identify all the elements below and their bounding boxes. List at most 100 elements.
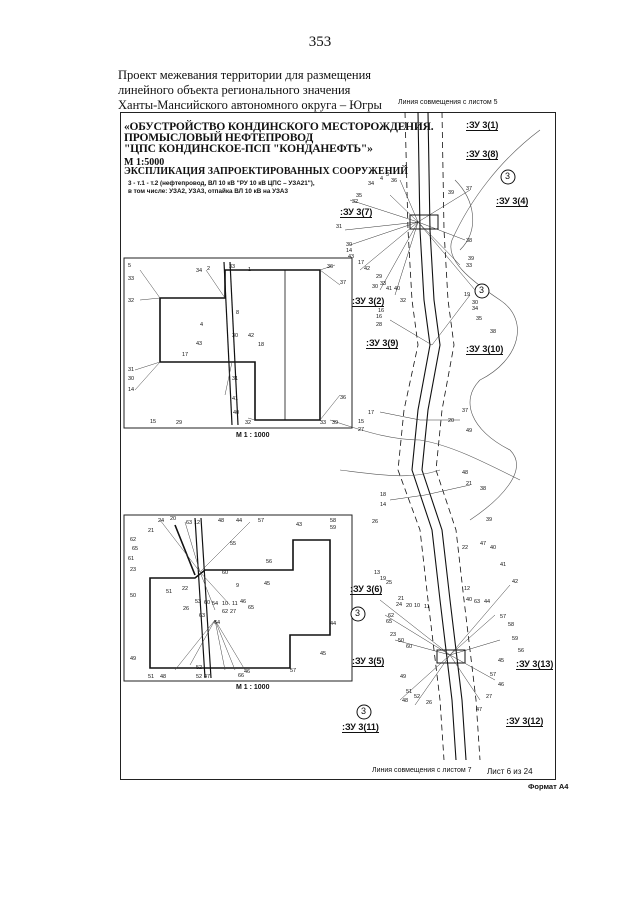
- svg-text:23: 23: [390, 632, 396, 638]
- svg-text:65: 65: [248, 605, 254, 611]
- svg-text:26: 26: [183, 606, 189, 612]
- svg-text:49: 49: [400, 674, 406, 680]
- terrain-contours: [329, 129, 541, 521]
- svg-text:14: 14: [346, 248, 352, 254]
- svg-text:4: 4: [380, 176, 383, 182]
- page-number: 353: [308, 34, 332, 50]
- svg-text:29: 29: [176, 420, 182, 426]
- leader-lines-middle: [379, 294, 471, 501]
- svg-text:3: 3: [386, 172, 389, 178]
- svg-text:47: 47: [480, 541, 486, 547]
- svg-text:18: 18: [258, 342, 264, 348]
- svg-text:52: 52: [196, 674, 202, 680]
- svg-text:17: 17: [358, 260, 364, 266]
- svg-text:47: 47: [204, 674, 210, 680]
- drawing-title: «ОБУСТРОЙСТВО КОНДИНСКОГО МЕСТОРОЖДЕНИЯ.…: [124, 121, 434, 155]
- svg-text:20: 20: [170, 516, 176, 522]
- svg-text:62: 62: [388, 613, 394, 619]
- svg-text:43: 43: [296, 522, 302, 528]
- svg-text:62: 62: [222, 609, 228, 615]
- svg-text:33: 33: [320, 420, 326, 426]
- svg-text:30: 30: [128, 376, 134, 382]
- explication-note: 3 - т.1 - т.2 (нефтепровод, ВЛ 10 кВ "РУ…: [128, 180, 315, 195]
- svg-text:33: 33: [466, 263, 472, 269]
- svg-text:10: 10: [222, 601, 228, 607]
- svg-text:32: 32: [245, 420, 251, 426]
- svg-text:30: 30: [372, 284, 378, 290]
- svg-text:57: 57: [258, 518, 264, 524]
- svg-text:42: 42: [364, 266, 370, 272]
- plot-label: :ЗУ 3(6): [350, 584, 383, 595]
- svg-text:30: 30: [346, 242, 352, 248]
- circle-marker-label: 3: [361, 706, 367, 716]
- svg-text:5: 5: [128, 263, 131, 269]
- svg-text:16: 16: [376, 314, 382, 320]
- plot-label: :ЗУ 3(11): [342, 722, 379, 733]
- svg-text:44: 44: [330, 621, 336, 627]
- svg-text:54: 54: [212, 601, 218, 607]
- svg-text:38: 38: [466, 238, 472, 244]
- svg-text:32: 32: [400, 298, 406, 304]
- svg-text:45: 45: [264, 581, 270, 587]
- svg-text:42: 42: [248, 333, 254, 339]
- svg-text:15: 15: [150, 419, 156, 425]
- svg-text:46: 46: [240, 599, 246, 605]
- svg-text:13: 13: [374, 570, 380, 576]
- svg-text:14: 14: [128, 387, 134, 393]
- svg-text:9: 9: [236, 583, 239, 589]
- leader-lines-lower: [379, 584, 511, 706]
- svg-text:41: 41: [232, 396, 238, 402]
- svg-text:35: 35: [356, 193, 362, 199]
- svg-text:56: 56: [266, 559, 272, 565]
- svg-text:19: 19: [464, 292, 470, 298]
- svg-text:39: 39: [448, 190, 454, 196]
- svg-text:45: 45: [320, 651, 326, 657]
- svg-text:57: 57: [500, 614, 506, 620]
- svg-text:37: 37: [466, 186, 472, 192]
- svg-text:16: 16: [378, 308, 384, 314]
- node-lower: [436, 649, 466, 664]
- svg-text:30: 30: [472, 300, 478, 306]
- svg-text:33: 33: [229, 264, 235, 270]
- svg-text:37: 37: [462, 408, 468, 414]
- svg-text:28: 28: [376, 322, 382, 328]
- svg-text:52: 52: [196, 665, 202, 671]
- svg-text:38: 38: [480, 486, 486, 492]
- svg-text:35: 35: [476, 316, 482, 322]
- svg-text:36: 36: [327, 264, 333, 270]
- svg-text:58: 58: [330, 518, 336, 524]
- document-heading: Проект межевания территории для размещен…: [118, 68, 382, 112]
- svg-text:63: 63: [474, 599, 480, 605]
- svg-text:63: 63: [186, 520, 192, 526]
- svg-text:60: 60: [406, 644, 412, 650]
- svg-text:40: 40: [466, 597, 472, 603]
- svg-text:65: 65: [132, 546, 138, 552]
- svg-text:37: 37: [340, 280, 346, 286]
- svg-text:57: 57: [290, 668, 296, 674]
- svg-text:34: 34: [472, 306, 478, 312]
- svg-text:17: 17: [368, 410, 374, 416]
- svg-text:52: 52: [414, 694, 420, 700]
- leader-lines-upper: [344, 179, 476, 296]
- svg-text:10: 10: [414, 603, 420, 609]
- svg-text:59: 59: [330, 525, 336, 531]
- svg-text:29: 29: [376, 274, 382, 280]
- svg-text:36: 36: [391, 178, 397, 184]
- explication-heading: ЭКСПЛИКАЦИЯ ЗАПРОЕКТИРОВАННЫХ СООРУЖЕНИЙ: [124, 166, 409, 177]
- svg-text:17: 17: [182, 352, 188, 358]
- svg-text:48: 48: [402, 698, 408, 704]
- svg-text:46: 46: [498, 682, 504, 688]
- svg-text:31: 31: [232, 376, 238, 382]
- node-upper: [409, 214, 439, 230]
- svg-text:44: 44: [484, 599, 490, 605]
- svg-text:57: 57: [490, 672, 496, 678]
- svg-text:46: 46: [244, 669, 250, 675]
- svg-text:49: 49: [130, 656, 136, 662]
- svg-text:51: 51: [166, 589, 172, 595]
- top-match-line-label: Линия совмещения с листом 5: [398, 99, 498, 106]
- svg-text:48: 48: [160, 674, 166, 680]
- drawing-sheet: [120, 112, 556, 780]
